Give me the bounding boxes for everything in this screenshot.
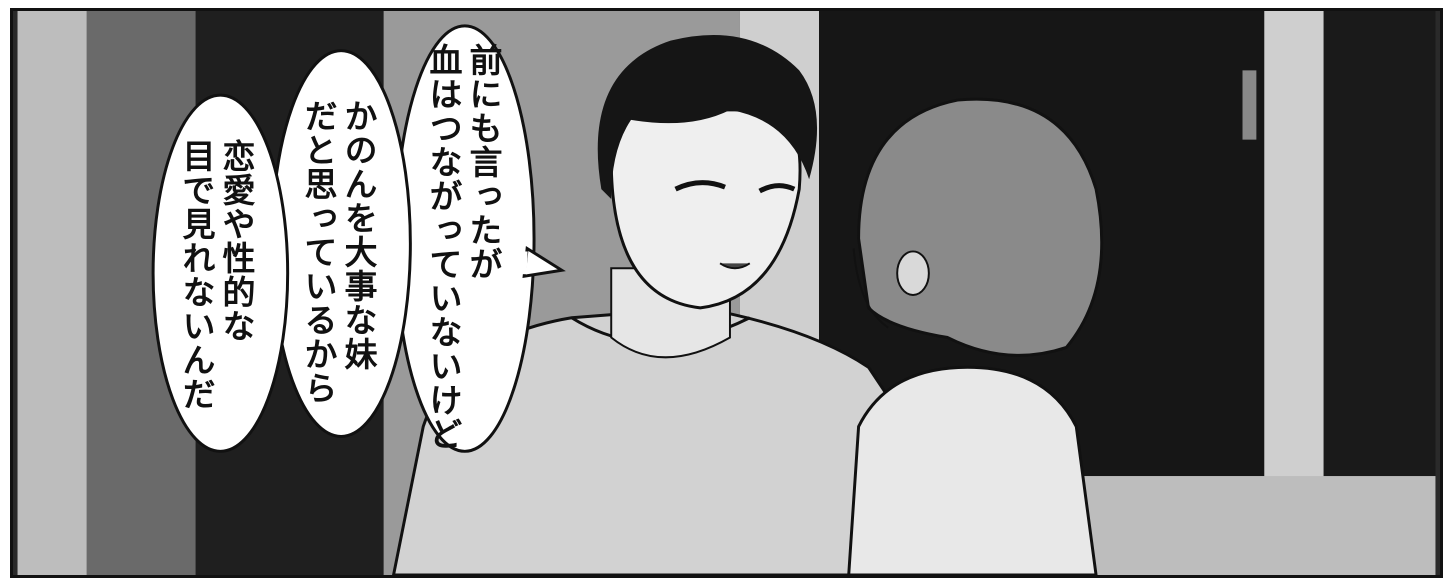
window-glass-right bbox=[1323, 11, 1436, 496]
dialogue-right-line-1: 前にも言ったが bbox=[464, 43, 503, 281]
dialogue-left-line-1: 恋愛や性的な bbox=[217, 139, 256, 343]
window-latch bbox=[1242, 70, 1257, 140]
man-mouth bbox=[719, 262, 751, 270]
dialogue-right-line-2: 血はつながっていないけど bbox=[424, 43, 463, 451]
dialogue-left-line-2: 目で見れないんだ bbox=[177, 139, 216, 411]
dialogue-left: 恋愛や性的な 目で見れないんだ bbox=[176, 139, 256, 411]
man-left-eye bbox=[674, 180, 726, 192]
manga-panel: 前にも言ったが 血はつながっていないけど かのんを大事な妹 だと思っているから … bbox=[10, 8, 1443, 578]
dialogue-middle: かのんを大事な妹 だと思っているから bbox=[298, 99, 378, 405]
man-right-eye bbox=[758, 183, 796, 194]
girl-shoulder bbox=[847, 365, 1098, 575]
girl-face-edge bbox=[852, 248, 889, 329]
panel-artwork bbox=[17, 11, 1436, 575]
dialogue-middle-line-2: だと思っているから bbox=[299, 99, 338, 405]
girl-hair bbox=[857, 97, 1104, 357]
girl-ear bbox=[896, 250, 930, 296]
dialogue-middle-line-1: かのんを大事な妹 bbox=[339, 99, 378, 371]
man-hair bbox=[597, 35, 818, 199]
speech-bubble-left bbox=[151, 93, 290, 453]
left-door-frame bbox=[17, 11, 87, 575]
dialogue-right: 前にも言ったが 血はつながっていないけど bbox=[423, 43, 503, 451]
window-frame bbox=[1264, 11, 1324, 496]
